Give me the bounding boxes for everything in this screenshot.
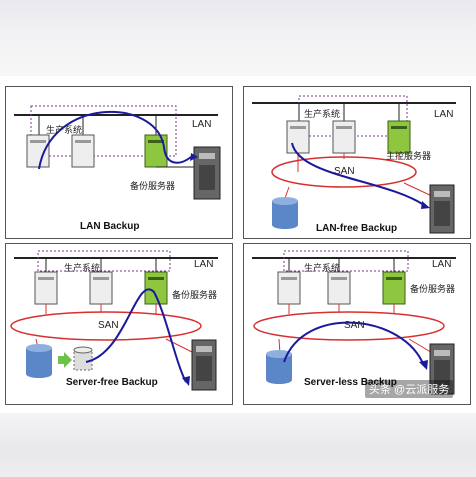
server-label: 备份服务器 bbox=[130, 181, 176, 191]
server-icon bbox=[89, 271, 113, 305]
panel-caption: LAN-free Backup bbox=[316, 223, 398, 234]
tape-library-icon bbox=[191, 339, 217, 391]
san-label: SAN bbox=[344, 320, 365, 331]
server-icon bbox=[277, 271, 301, 305]
lan-label: LAN bbox=[434, 109, 454, 120]
panel-server-free-drawing bbox=[10, 250, 218, 391]
server-icon bbox=[327, 271, 351, 305]
disk-array-icon bbox=[266, 350, 292, 384]
disk-array-icon bbox=[26, 344, 52, 378]
san-label: SAN bbox=[334, 166, 355, 177]
panel-lan-backup: LAN 生产系统 备份服务器 LAN Backup bbox=[5, 86, 233, 239]
panel-server-less-backup: LAN 生产系统 备份服务器 SAN Server-less Backup bbox=[243, 243, 471, 405]
server-label: 备份服务器 bbox=[410, 284, 456, 294]
group-label: 生产系统 bbox=[304, 109, 341, 119]
panel-server-less-drawing bbox=[252, 250, 456, 395]
group-label: 生产系统 bbox=[304, 263, 341, 273]
server-icon bbox=[34, 271, 58, 305]
panel-lan-free-backup: LAN 生产系统 主控服务器 SAN LAN-free Backup bbox=[243, 86, 471, 239]
blurred-background-bottom bbox=[0, 413, 476, 477]
group-label: 生产系统 bbox=[46, 125, 83, 135]
server-label: 主控服务器 bbox=[386, 151, 432, 161]
server-icon bbox=[332, 120, 356, 154]
copy-arrow-icon bbox=[58, 352, 72, 368]
panel-server-free-backup: LAN 生产系统 备份服务器 SAN Server-free Backup bbox=[5, 243, 233, 405]
backup-server-icon bbox=[382, 271, 406, 305]
watermark: 头条 @云派服务 bbox=[365, 380, 454, 398]
server-icon bbox=[286, 120, 310, 154]
backup-server-icon bbox=[144, 271, 168, 305]
san-label: SAN bbox=[98, 320, 119, 331]
tape-library-icon bbox=[193, 146, 221, 200]
panel-lan-backup-drawing bbox=[14, 105, 221, 200]
lan-label: LAN bbox=[432, 259, 452, 270]
tape-library-icon bbox=[429, 184, 455, 234]
server-label: 备份服务器 bbox=[172, 290, 218, 300]
tape-library-icon bbox=[429, 343, 455, 395]
panel-caption: LAN Backup bbox=[80, 221, 140, 232]
blurred-background-top bbox=[0, 0, 476, 76]
group-label: 生产系统 bbox=[64, 263, 101, 273]
server-icon bbox=[71, 134, 95, 168]
panel-caption: Server-less Backup bbox=[304, 377, 397, 388]
lan-label: LAN bbox=[194, 259, 214, 270]
panel-caption: Server-free Backup bbox=[66, 377, 158, 388]
server-icon bbox=[26, 134, 50, 168]
panel-lan-free-drawing bbox=[252, 95, 456, 234]
disk-array-icon bbox=[272, 197, 298, 229]
lan-label: LAN bbox=[192, 119, 212, 130]
disk-copy-icon bbox=[73, 346, 93, 371]
